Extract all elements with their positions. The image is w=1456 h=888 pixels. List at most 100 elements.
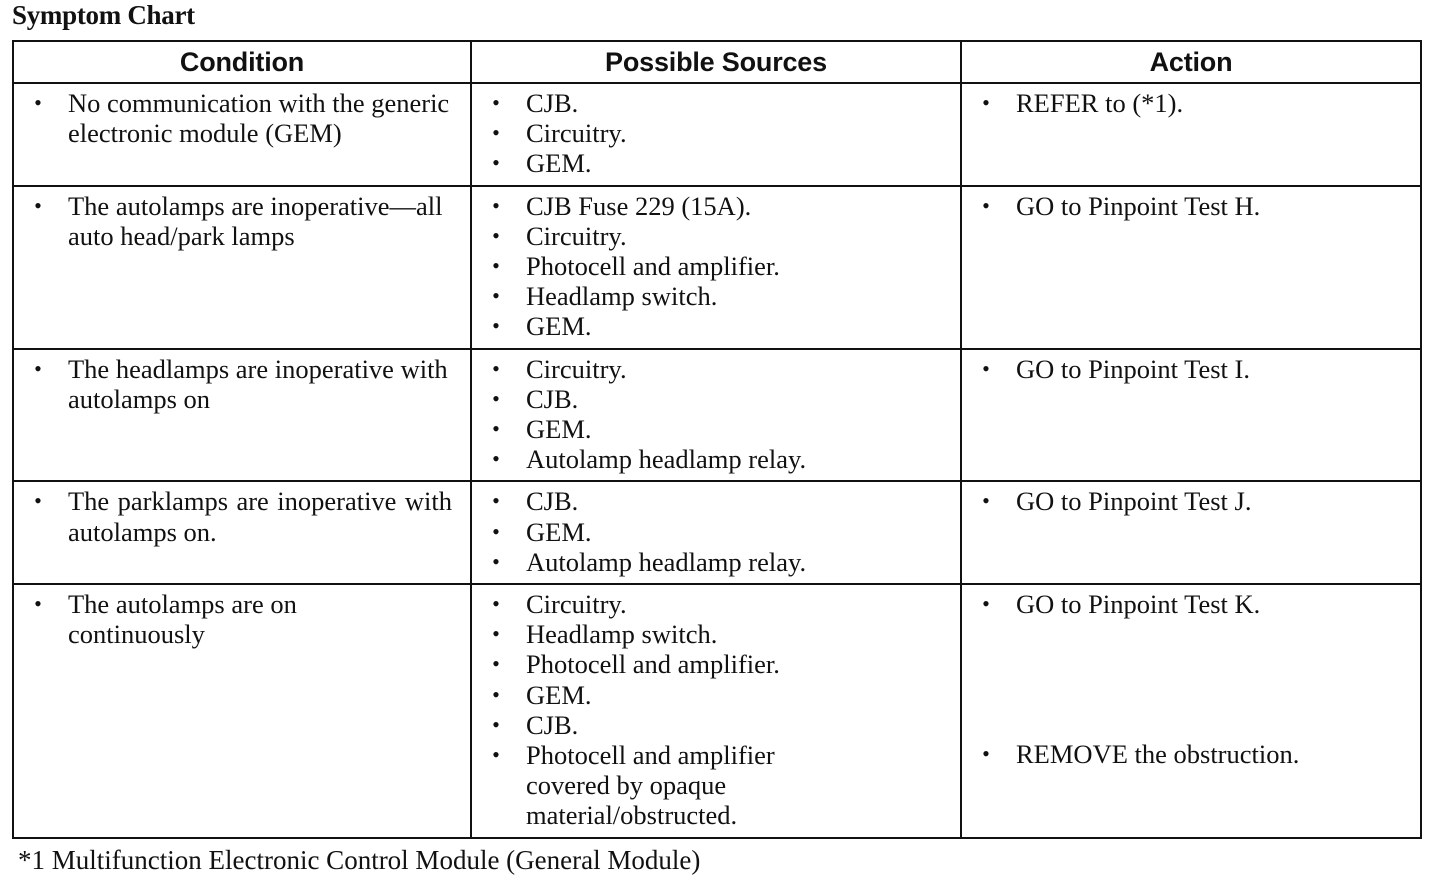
source-text: CJB. [526, 383, 579, 414]
condition-cell: • The autolamps are on continuously [12, 583, 472, 839]
action-item: • GO to Pinpoint Test H. [976, 191, 1410, 221]
action-text: GO to Pinpoint Test I. [1016, 353, 1250, 384]
table-row: • No communication with the generic elect… [12, 82, 1422, 187]
source-item: • CJB Fuse 229 (15A). [486, 191, 950, 221]
bullet-icon: • [34, 90, 42, 115]
action-cell: •REFER to (*1). [960, 82, 1422, 187]
action-item: • REMOVE the obstruction. [976, 739, 1410, 769]
source-item: •Autolamp headlamp relay. [486, 444, 950, 474]
bullet-icon: • [492, 253, 500, 279]
condition-item: • No communication with the generic elect… [28, 88, 460, 148]
source-text: Photocell and amplifier. [526, 649, 780, 680]
bullet-icon: • [492, 711, 500, 737]
source-item: •GEM. [486, 148, 950, 178]
bullet-icon: • [492, 681, 500, 707]
source-item: • CJB. [486, 384, 950, 414]
source-text: GEM. [526, 311, 592, 342]
action-cell: •GO to Pinpoint Test K. • REMOVE the obst… [960, 583, 1422, 839]
action-text: REFER to (*1). [1016, 88, 1184, 118]
bullet-icon: • [982, 192, 990, 218]
condition-cell: • No communication with the generic elect… [12, 82, 472, 187]
sources-cell: • CJB. •Circuitry. •GEM. [470, 82, 962, 187]
action-cell: • GO to Pinpoint Test I. [960, 347, 1422, 483]
action-item: •REFER to (*1). [976, 88, 1410, 118]
action-text: REMOVE the obstruction. [1016, 739, 1300, 770]
source-item: • Circuitry. [486, 589, 950, 619]
condition-cell: •The headlamps are inoperative with auto… [12, 347, 472, 483]
source-item: •Photocell and amplifier covered by opaq… [486, 740, 950, 831]
table-row: • The autolamps are on continuously • Circ… [12, 583, 1422, 839]
source-item: •GEM. [486, 311, 950, 341]
bullet-icon: • [492, 385, 500, 411]
bullet-icon: • [492, 548, 500, 574]
bullet-icon: • [982, 591, 990, 617]
source-text: Headlamp switch. [526, 619, 718, 650]
source-text: Circuitry. [526, 589, 627, 620]
source-text: Circuitry. [526, 353, 627, 384]
condition-cell: • The parklamps are inoperative with auto… [12, 480, 472, 586]
action-text: GO to Pinpoint Test H. [1016, 190, 1261, 221]
condition-item: • The parklamps are inoperative with auto… [28, 486, 460, 546]
source-text: Photocell and amplifier. [526, 251, 780, 282]
column-header-action: Action [960, 40, 1422, 84]
bullet-icon: • [492, 518, 500, 544]
condition-text: No communication with the generic electr… [68, 88, 450, 149]
action-item: •GO to Pinpoint Test K. [976, 589, 1410, 619]
bullet-icon: • [492, 90, 500, 115]
page-title: Symptom Chart [12, 0, 195, 30]
source-item: •GEM. [486, 517, 950, 547]
column-header-condition: Condition [12, 40, 472, 84]
source-item: • CJB. [486, 486, 950, 516]
symptom-table: Condition Possible Sources Action • No co… [12, 40, 1422, 839]
action-cell: •GO to Pinpoint Test J. [960, 480, 1422, 586]
bullet-icon: • [34, 488, 42, 514]
source-item: • Headlamp switch. [486, 619, 950, 649]
condition-text: The parklamps are inoperative with autol… [68, 486, 452, 547]
source-text: Circuitry. [526, 118, 627, 149]
bullet-icon: • [492, 488, 500, 514]
sources-cell: • CJB Fuse 229 (15A). • Circuitry. • Photoc… [470, 184, 962, 350]
condition-item: •The headlamps are inoperative with auto… [28, 354, 460, 414]
source-item: •Circuitry. [486, 118, 950, 148]
source-text: CJB Fuse 229 (15A). [526, 190, 752, 221]
bullet-icon: • [492, 416, 500, 442]
bullet-icon: • [492, 222, 500, 248]
source-item: • CJB. [486, 88, 950, 118]
bullet-icon: • [982, 355, 990, 381]
table-row: •The autolamps are inoperative—all auto … [12, 184, 1422, 350]
source-item: • Autolamp headlamp relay. [486, 547, 950, 577]
bullet-icon: • [492, 355, 500, 381]
bullet-icon: • [492, 192, 500, 218]
source-text: Headlamp switch. [526, 281, 718, 312]
source-text: CJB. [526, 486, 579, 517]
table-row: •The headlamps are inoperative with auto… [12, 347, 1422, 483]
condition-text: The autolamps are on continuously [68, 589, 297, 650]
source-item: • CJB. [486, 710, 950, 740]
action-item: • GO to Pinpoint Test I. [976, 354, 1410, 384]
source-item: • Circuitry. [486, 221, 950, 251]
source-text: CJB. [526, 709, 579, 740]
source-item: •Photocell and amplifier. [486, 649, 950, 679]
source-text: Circuitry. [526, 220, 627, 251]
bullet-icon: • [492, 621, 500, 647]
condition-item: •The autolamps are inoperative—all auto … [28, 191, 460, 251]
source-text: Autolamp headlamp relay. [526, 444, 807, 475]
column-header-possible-sources: Possible Sources [470, 40, 962, 84]
bullet-icon: • [34, 355, 42, 381]
spacer [976, 619, 1410, 739]
action-text: GO to Pinpoint Test J. [1016, 486, 1252, 517]
sources-cell: •Circuitry. •CJB. •GEM. •Autolamp headla… [470, 347, 962, 483]
action-cell: • GO to Pinpoint Test H. [960, 184, 1422, 350]
source-text: CJB. [526, 88, 579, 118]
bullet-icon: • [982, 741, 990, 767]
sources-cell: • CJB. •GEM. • Autolamp headlamp relay. [470, 480, 962, 586]
condition-cell: •The autolamps are inoperative—all auto … [12, 184, 472, 350]
bullet-icon: • [492, 591, 500, 617]
source-text: Autolamp headlamp relay. [526, 546, 807, 577]
source-item: •GEM. [486, 414, 950, 444]
source-text: GEM. [526, 148, 592, 179]
bullet-icon: • [34, 591, 42, 617]
bullet-icon: • [492, 283, 500, 309]
source-text: GEM. [526, 679, 592, 710]
bullet-icon: • [34, 192, 42, 218]
